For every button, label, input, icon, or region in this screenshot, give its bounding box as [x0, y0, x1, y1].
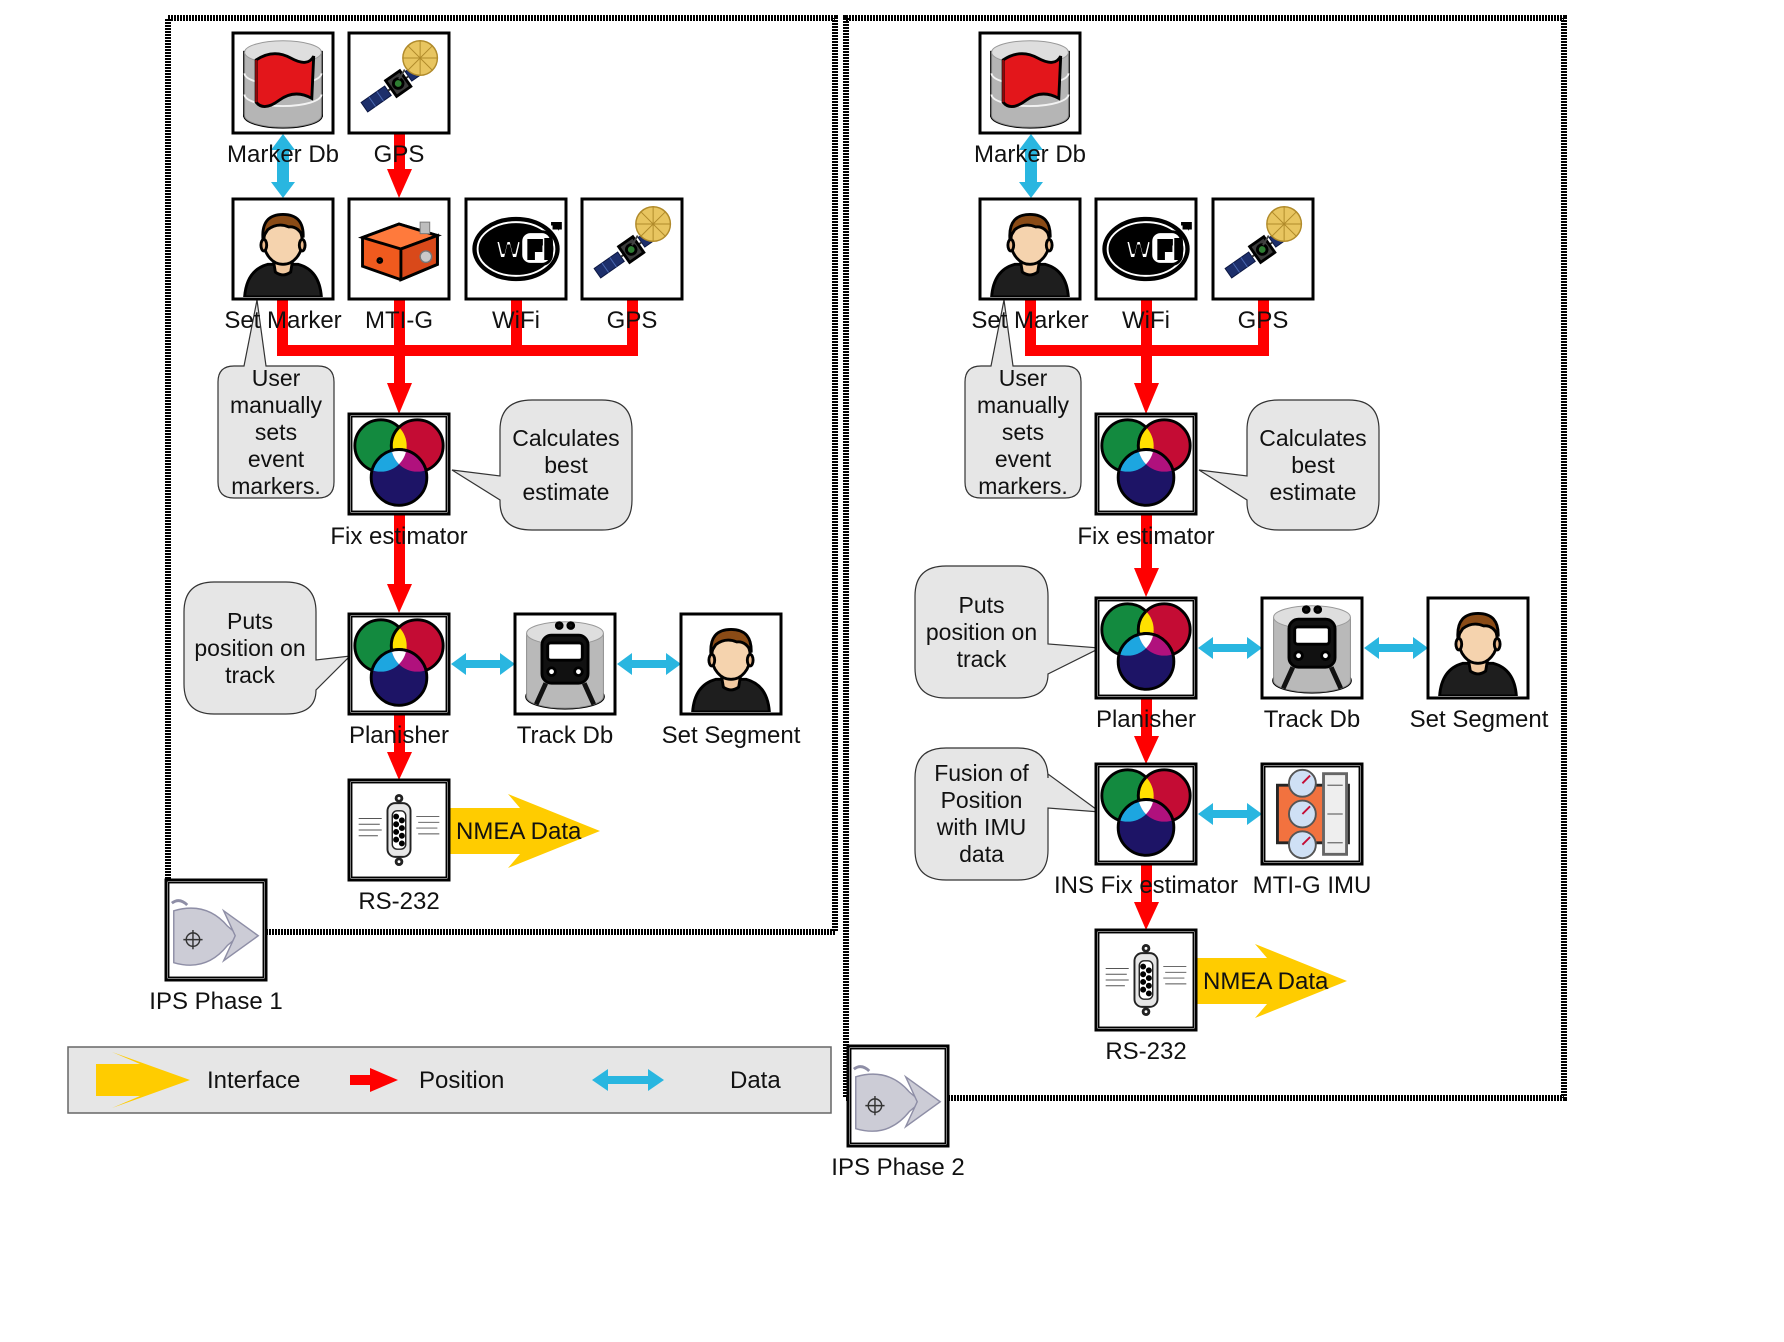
phase1-set-marker-label: Set Marker	[224, 307, 342, 334]
phase2-bubble-user-markers: User manually sets event markers.	[976, 364, 1070, 499]
phase2-set-segment-label: Set Segment	[1409, 706, 1549, 733]
phase1-set-segment-label: Set Segment	[661, 722, 801, 749]
phase1-bubble-best-estimate: Calculates best estimate	[512, 424, 620, 505]
phase1-rs232-icon	[347, 778, 451, 882]
legend-position-arrow	[350, 1068, 398, 1092]
phase2-rs232-icon	[1094, 928, 1198, 1032]
phase2-track-db-icon	[1260, 596, 1364, 700]
phase2-bubble-fusion: Fusion of Position with IMU data	[934, 760, 1029, 867]
phase1-bubble-on-track-shape	[183, 581, 352, 715]
phase1-nmea-arrow	[450, 794, 600, 868]
phase1-bubble-on-track: Puts position on track	[194, 607, 306, 688]
phase1-fix-estimator-label: Fix estimator	[330, 523, 468, 550]
phase1-planisher-label: Planisher	[348, 722, 450, 749]
phase1-marker-db-icon	[231, 31, 335, 135]
phase1-frame	[165, 15, 838, 935]
phase1-ips-logo-icon	[164, 878, 268, 982]
phase2-gps-icon	[1211, 197, 1315, 301]
phase2-fix-estimator-label: Fix estimator	[1077, 523, 1215, 550]
phase1-nmea-label: NMEA Data	[456, 818, 582, 845]
phase2-track-db-label: Track Db	[1263, 706, 1361, 733]
phase2-caption: IPS Phase 2	[831, 1154, 965, 1181]
phase2-rs232-label: RS-232	[1105, 1038, 1187, 1065]
legend-position-label: Position	[419, 1067, 505, 1094]
legend-box	[67, 1046, 832, 1114]
phase2-marker-db-icon	[978, 31, 1082, 135]
phase2-bubble-user-markers-shape	[964, 299, 1082, 499]
phase2-bubble-best-estimate-shape	[1198, 399, 1380, 531]
phase1-wifi-icon	[464, 197, 568, 301]
phase2-bubble-on-track: Puts position on track	[925, 591, 1038, 672]
legend-interface-label: Interface	[207, 1067, 301, 1094]
phase2-nmea-label: NMEA Data	[1203, 968, 1329, 995]
phase2-nmea-arrow	[1197, 944, 1347, 1018]
phase2-planisher-icon	[1094, 596, 1198, 700]
phase2-bubble-on-track-shape	[914, 565, 1103, 699]
legend-data-arrow	[592, 1069, 664, 1091]
phase1-set-segment-icon	[679, 612, 783, 716]
phase2-bubble-best-estimate: Calculates best estimate	[1259, 424, 1367, 505]
phase1-gps-top-label: GPS	[373, 141, 425, 168]
legend-data-label: Data	[730, 1067, 781, 1094]
phase2-mti-g-imu-icon	[1260, 762, 1364, 866]
phase1-position-arrows	[277, 133, 638, 780]
phase1-planisher-icon	[347, 612, 451, 716]
phase2-position-arrows	[1025, 299, 1269, 930]
phase2-data-arrows	[1019, 134, 1428, 825]
phase2-bubble-fusion-shape	[914, 747, 1103, 881]
phase1-mti-g-icon	[347, 197, 451, 301]
phase2-ins-fix-estimator-icon	[1094, 762, 1198, 866]
phase1-rs232-label: RS-232	[358, 888, 440, 915]
phase2-marker-db-label: Marker Db	[973, 141, 1087, 168]
phase1-gps-label: GPS	[606, 307, 658, 334]
phase1-gps-icon	[580, 197, 684, 301]
phase2-ips-logo-icon	[846, 1044, 950, 1148]
phase2-set-marker-icon	[978, 197, 1082, 301]
phase1-bubble-user-markers-shape	[217, 299, 335, 499]
phase1-wifi-label: WiFi	[492, 307, 540, 334]
phase2-wifi-label: WiFi	[1122, 307, 1170, 334]
phase2-wifi-icon	[1094, 197, 1198, 301]
phase1-caption: IPS Phase 1	[149, 988, 283, 1015]
phase2-ins-fix-estimator-label: INS Fix estimator	[1053, 872, 1239, 899]
phase1-bubble-best-estimate-shape	[451, 399, 633, 531]
phase1-gps-top-icon	[347, 31, 451, 135]
phase1-set-marker-icon	[231, 197, 335, 301]
phase1-data-arrows	[271, 134, 681, 675]
phase2-gps-label: GPS	[1237, 307, 1289, 334]
phase2-set-marker-label: Set Marker	[971, 307, 1089, 334]
phase1-bubble-user-markers: User manually sets event markers.	[229, 364, 323, 499]
phase1-track-db-label: Track Db	[516, 722, 614, 749]
phase1-track-db-icon	[513, 612, 617, 716]
phase1-marker-db-label: Marker Db	[226, 141, 340, 168]
phase1-mti-g-label: MTI-G	[365, 307, 433, 334]
phase1-fix-estimator-icon	[347, 412, 451, 516]
phase2-set-segment-icon	[1426, 596, 1530, 700]
phase2-fix-estimator-icon	[1094, 412, 1198, 516]
phase2-frame	[843, 15, 1567, 1101]
phase2-mti-g-imu-label: MTI-G IMU	[1252, 872, 1372, 899]
phase2-planisher-label: Planisher	[1095, 706, 1197, 733]
legend-interface-arrow	[96, 1052, 190, 1108]
